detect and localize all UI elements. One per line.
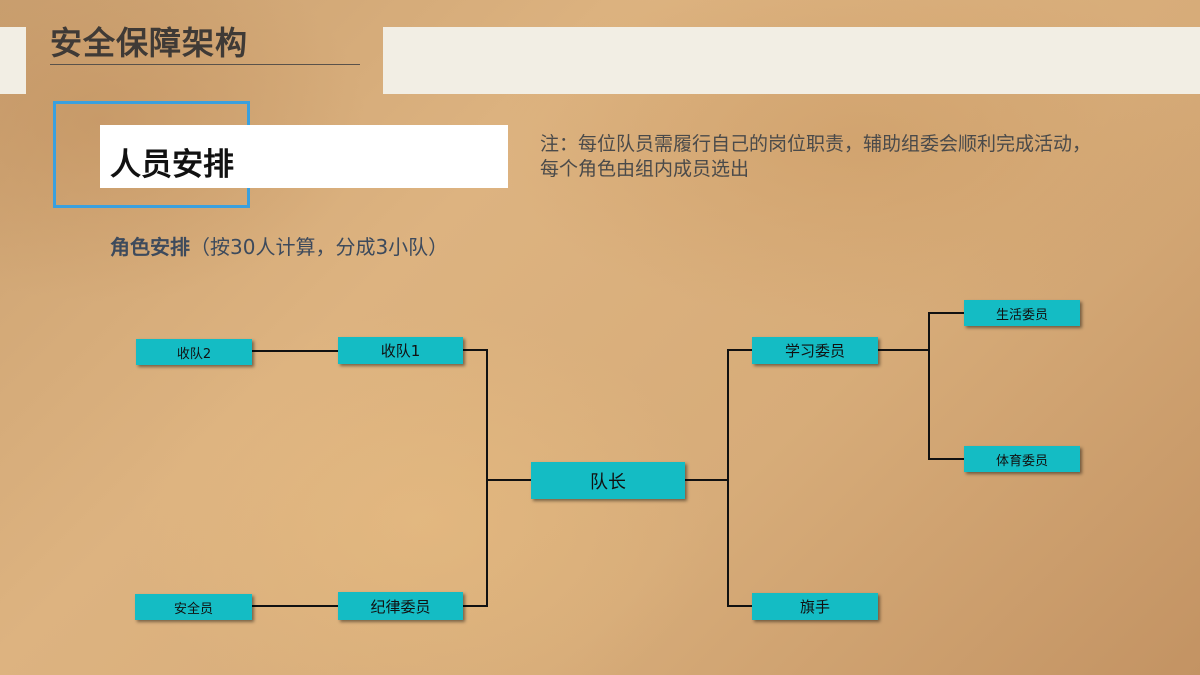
note-text: 注：每位队员需履行自己的岗位职责，辅助组委会顺利完成活动，每个角色由组内成员选出 — [540, 133, 1092, 180]
section-label-box — [100, 125, 508, 188]
node-shoudui2: 收队2 — [136, 339, 252, 365]
page-title: 安全保障架构 — [50, 24, 249, 62]
subtitle-detail: （按30人计算，分成3小队） — [190, 235, 449, 259]
node-xuexiweiyuan: 学习委员 — [752, 337, 878, 364]
connector-left-bracket — [463, 349, 488, 607]
connector-study-bracket — [928, 312, 964, 460]
section-label: 人员安排 — [110, 147, 234, 183]
node-shenghuoweiyuan: 生活委员 — [964, 300, 1080, 326]
node-shoudui1: 收队1 — [338, 337, 463, 364]
title-underline — [50, 64, 360, 65]
node-anquanyuan: 安全员 — [135, 594, 252, 620]
subtitle: 角色安排（按30人计算，分成3小队） — [110, 231, 448, 260]
subtitle-bold: 角色安排 — [110, 235, 190, 259]
node-duizhang: 队长 — [531, 462, 685, 499]
connector-right-bracket — [727, 349, 752, 607]
header-band-right — [383, 27, 1200, 94]
header-band-left — [0, 27, 26, 94]
node-jilvweiyuan: 纪律委员 — [338, 592, 463, 620]
node-tiyuweiyuan: 体育委员 — [964, 446, 1080, 472]
node-qishou: 旗手 — [752, 593, 878, 620]
